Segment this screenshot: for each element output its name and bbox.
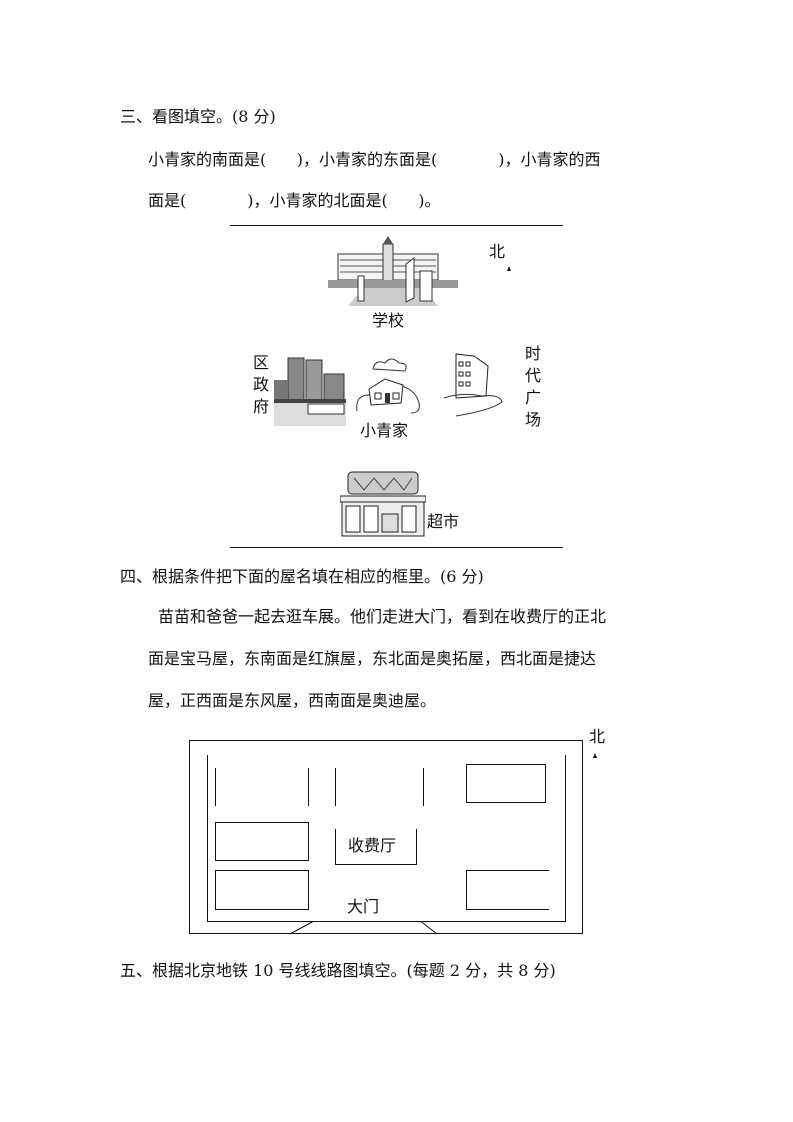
- section5-title: 五、根据北京地铁 10 号线线路图填空。(每题 2 分，共 8 分): [120, 961, 556, 980]
- gate-label: 大门: [347, 897, 380, 916]
- school-illustration: [328, 236, 458, 306]
- section3-title: 三、看图填空。(8 分): [120, 107, 276, 126]
- plan-north-label: 北: [589, 727, 606, 746]
- toll-hall-label: 收费厅: [348, 836, 397, 855]
- section3-question-line1: 小青家的南面是( )，小青家的东面是( )，小青家的西: [148, 150, 601, 169]
- district-gov-illustration: [274, 357, 346, 426]
- section4-para-line1: 苗苗和爸爸一起去逛车展。他们走进大门，看到在收费厅的正北: [158, 607, 607, 626]
- supermarket-label: 超市: [427, 512, 460, 531]
- plaza-label: 时代广场: [525, 344, 542, 429]
- home-label: 小青家: [360, 421, 409, 440]
- section3-question-line2: 面是( )，小青家的北面是( )。: [148, 191, 441, 210]
- district-gov-label: 区政府: [253, 353, 270, 416]
- box-west: [215, 822, 309, 861]
- supermarket-illustration: [340, 471, 426, 537]
- box-southwest: [215, 870, 309, 910]
- school-label: 学校: [372, 311, 405, 330]
- map-top-divider: [230, 225, 563, 226]
- car-show-floor-plan: [189, 740, 583, 935]
- plaza-illustration: [443, 353, 503, 417]
- map-north-label: 北: [489, 242, 506, 261]
- box-northeast: [466, 764, 546, 803]
- section4-para-line3: 屋，正西面是东风屋，西南面是奥迪屋。: [148, 691, 437, 710]
- section4-title: 四、根据条件把下面的屋名填在相应的框里。(6 分): [120, 567, 484, 586]
- section4-para-line2: 面是宝马屋，东南面是红旗屋，东北面是奥拓屋，西北面是捷达: [148, 649, 597, 668]
- home-illustration: [356, 358, 420, 414]
- map-bottom-divider: [230, 547, 563, 548]
- north-arrow-icon: [507, 266, 511, 271]
- plan-north-arrow-icon: [593, 753, 597, 758]
